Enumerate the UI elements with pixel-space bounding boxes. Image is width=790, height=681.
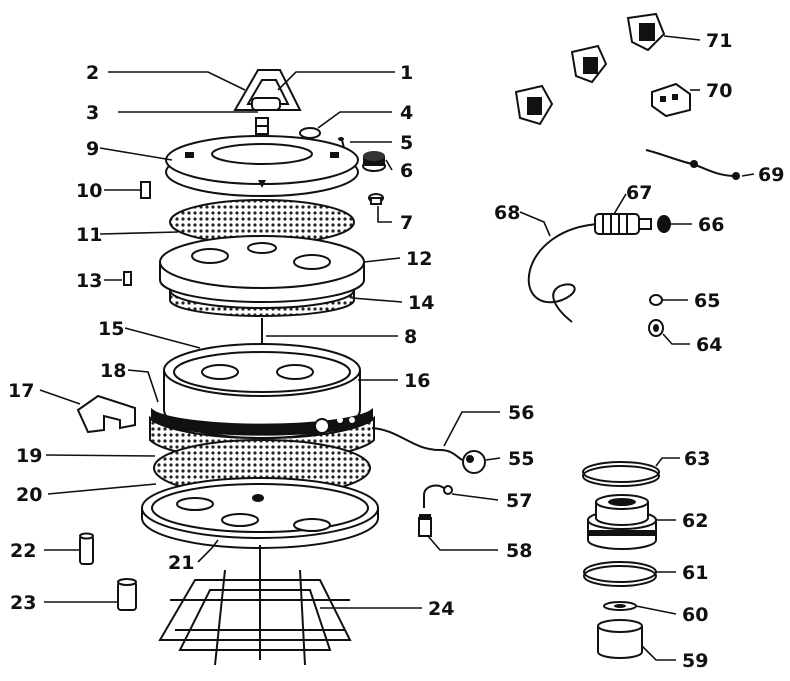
callout-17: 17 bbox=[8, 380, 34, 402]
oring-part-65 bbox=[649, 294, 663, 306]
sleeve-part-22 bbox=[79, 532, 94, 565]
callout-69: 69 bbox=[758, 164, 784, 186]
callout-15: 15 bbox=[98, 318, 124, 340]
callout-62: 62 bbox=[682, 510, 708, 532]
screw-part-5 bbox=[338, 137, 345, 149]
knob-part-6 bbox=[362, 151, 386, 172]
callout-6: 6 bbox=[400, 160, 413, 182]
fitting-part-58 bbox=[418, 514, 432, 537]
switch-part-71c bbox=[514, 84, 554, 126]
callout-67: 67 bbox=[626, 182, 652, 204]
callout-19: 19 bbox=[16, 445, 42, 467]
callout-2: 2 bbox=[86, 62, 99, 84]
callout-11: 11 bbox=[76, 224, 102, 246]
sleeve-part-23 bbox=[117, 578, 137, 611]
callout-8: 8 bbox=[404, 326, 417, 348]
ring-part-61 bbox=[583, 561, 657, 587]
bushing-part-64 bbox=[648, 319, 664, 337]
callout-13: 13 bbox=[76, 270, 102, 292]
pin-part-13 bbox=[123, 271, 132, 286]
nut-part-66 bbox=[657, 215, 671, 233]
lid-part bbox=[165, 135, 359, 197]
callout-55: 55 bbox=[508, 448, 534, 470]
callout-7: 7 bbox=[400, 212, 413, 234]
clip-part-17 bbox=[76, 394, 136, 434]
callout-66: 66 bbox=[698, 214, 724, 236]
callout-61: 61 bbox=[682, 562, 708, 584]
callout-12: 12 bbox=[406, 248, 432, 270]
cup-part-59 bbox=[597, 619, 643, 659]
callout-labels: 1 2 3 4 5 6 7 8 9 10 11 12 13 14 15 16 1… bbox=[8, 30, 784, 672]
callout-3: 3 bbox=[86, 102, 99, 124]
leader-lines bbox=[39, 35, 755, 661]
spring-part-67 bbox=[594, 213, 652, 235]
callout-23: 23 bbox=[10, 592, 36, 614]
switch-part-71a bbox=[626, 12, 666, 52]
bearing-part-62 bbox=[587, 494, 657, 550]
callout-5: 5 bbox=[400, 132, 413, 154]
sensor-wire-part-69 bbox=[645, 149, 740, 180]
callout-20: 20 bbox=[16, 484, 42, 506]
callout-10: 10 bbox=[76, 180, 102, 202]
perforated-plate bbox=[159, 235, 365, 303]
base-plate bbox=[141, 477, 379, 549]
callout-9: 9 bbox=[86, 138, 99, 160]
callout-59: 59 bbox=[682, 650, 708, 672]
callout-68: 68 bbox=[494, 202, 520, 224]
callout-60: 60 bbox=[682, 604, 708, 626]
callout-65: 65 bbox=[694, 290, 720, 312]
handle-part bbox=[233, 69, 302, 111]
callout-64: 64 bbox=[696, 334, 722, 356]
callout-56: 56 bbox=[508, 402, 534, 424]
callout-22: 22 bbox=[10, 540, 36, 562]
pin-part-10 bbox=[140, 181, 151, 199]
callout-21: 21 bbox=[168, 552, 194, 574]
callout-70: 70 bbox=[706, 80, 732, 102]
washer-part-4 bbox=[299, 127, 321, 139]
callout-58: 58 bbox=[506, 540, 532, 562]
callout-71: 71 bbox=[706, 30, 732, 52]
switch-part-71b bbox=[570, 44, 608, 84]
elbow-part-57 bbox=[423, 484, 453, 508]
callout-1: 1 bbox=[400, 62, 413, 84]
callout-16: 16 bbox=[404, 370, 430, 392]
callout-24: 24 bbox=[428, 598, 454, 620]
callout-4: 4 bbox=[400, 102, 413, 124]
callout-63: 63 bbox=[684, 448, 710, 470]
callout-18: 18 bbox=[100, 360, 126, 382]
power-cord bbox=[371, 427, 486, 474]
hose-part-68 bbox=[527, 223, 601, 323]
ring-part-63 bbox=[582, 461, 660, 487]
wire-stand bbox=[158, 545, 352, 666]
cap-part-7 bbox=[368, 193, 384, 205]
connector-part-70 bbox=[651, 82, 691, 118]
callout-14: 14 bbox=[408, 292, 434, 314]
callout-57: 57 bbox=[506, 490, 532, 512]
gasket-part-60 bbox=[603, 601, 637, 611]
mesh-disc-middle bbox=[169, 289, 355, 317]
basket-bowl bbox=[163, 343, 361, 439]
